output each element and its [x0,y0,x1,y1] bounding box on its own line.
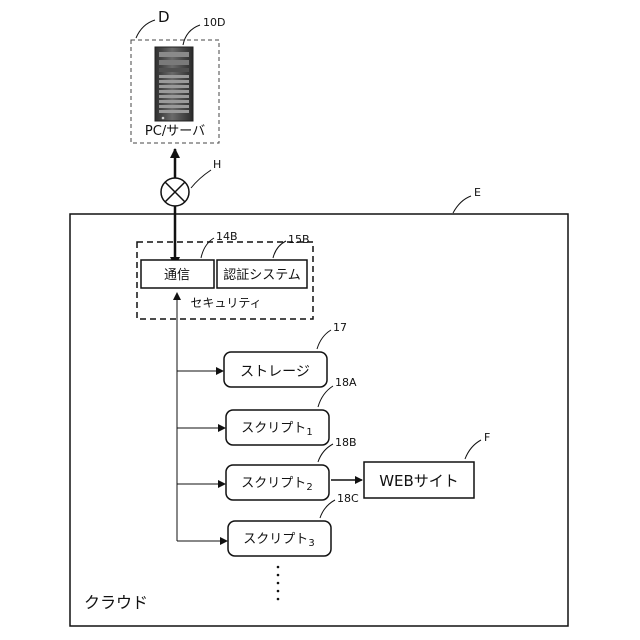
communication-ref-leader [201,238,214,258]
script-1-ref-label: 18A [335,376,357,389]
storage-label: ストレージ [240,364,310,380]
communication-label: 通信 [164,268,190,283]
security-caption: セキュリティ [190,296,261,310]
website-ref-leader [465,440,481,459]
script-1-index: 1 [306,427,312,438]
device-ref-leader [183,25,200,45]
script-2-name: スクリプト [241,476,306,491]
script-2-index: 2 [306,482,312,493]
auth-ref-label: 15B [288,233,310,246]
communication-ref-label: 14B [216,230,238,243]
script-2-ref-leader [318,444,333,462]
auth-system-label: 認証システム [223,267,301,283]
connection-ref-label: H [213,158,221,171]
script-3-ref-label: 18C [337,492,359,505]
script-3-name: スクリプト [243,532,308,547]
server-ref-leader [136,20,155,38]
storage-group: ストレージ 17 [224,321,347,387]
server-group: PC/サーバ D 10D [131,8,225,143]
cloud-ref-label: E [474,186,481,199]
connection-ref-leader [191,170,211,188]
script-2-label: スクリプト2 [241,476,312,493]
cloud-group: E クラウド [70,186,568,626]
script-3-index: 3 [308,538,314,549]
cloud-caption: クラウド [84,593,148,612]
website-label: WEBサイト [379,472,459,490]
switch-icon [161,178,189,206]
cloud-ref-leader [453,196,471,213]
server-caption: PC/サーバ [145,124,205,139]
script-1-ref-leader [318,386,333,407]
security-group: 通信 認証システム セキュリティ 14B 15B [137,230,313,319]
device-ref-label: 10D [203,16,225,29]
script-3-group: スクリプト3 18C [228,492,359,556]
server-tower-icon [155,47,193,121]
connection-group: H [161,149,221,266]
script-2-ref-label: 18B [335,436,357,449]
trunk-group [177,293,227,541]
server-ref-label: D [158,8,170,26]
storage-ref-leader [317,330,331,349]
storage-ref-label: 17 [333,321,347,334]
script-3-ref-leader [320,500,335,518]
website-ref-label: F [484,431,490,444]
script-1-label: スクリプト1 [241,421,312,438]
script-1-name: スクリプト [241,421,306,436]
auth-ref-leader [273,241,286,258]
continuation-dots [277,566,280,601]
script-3-label: スクリプト3 [243,532,314,549]
